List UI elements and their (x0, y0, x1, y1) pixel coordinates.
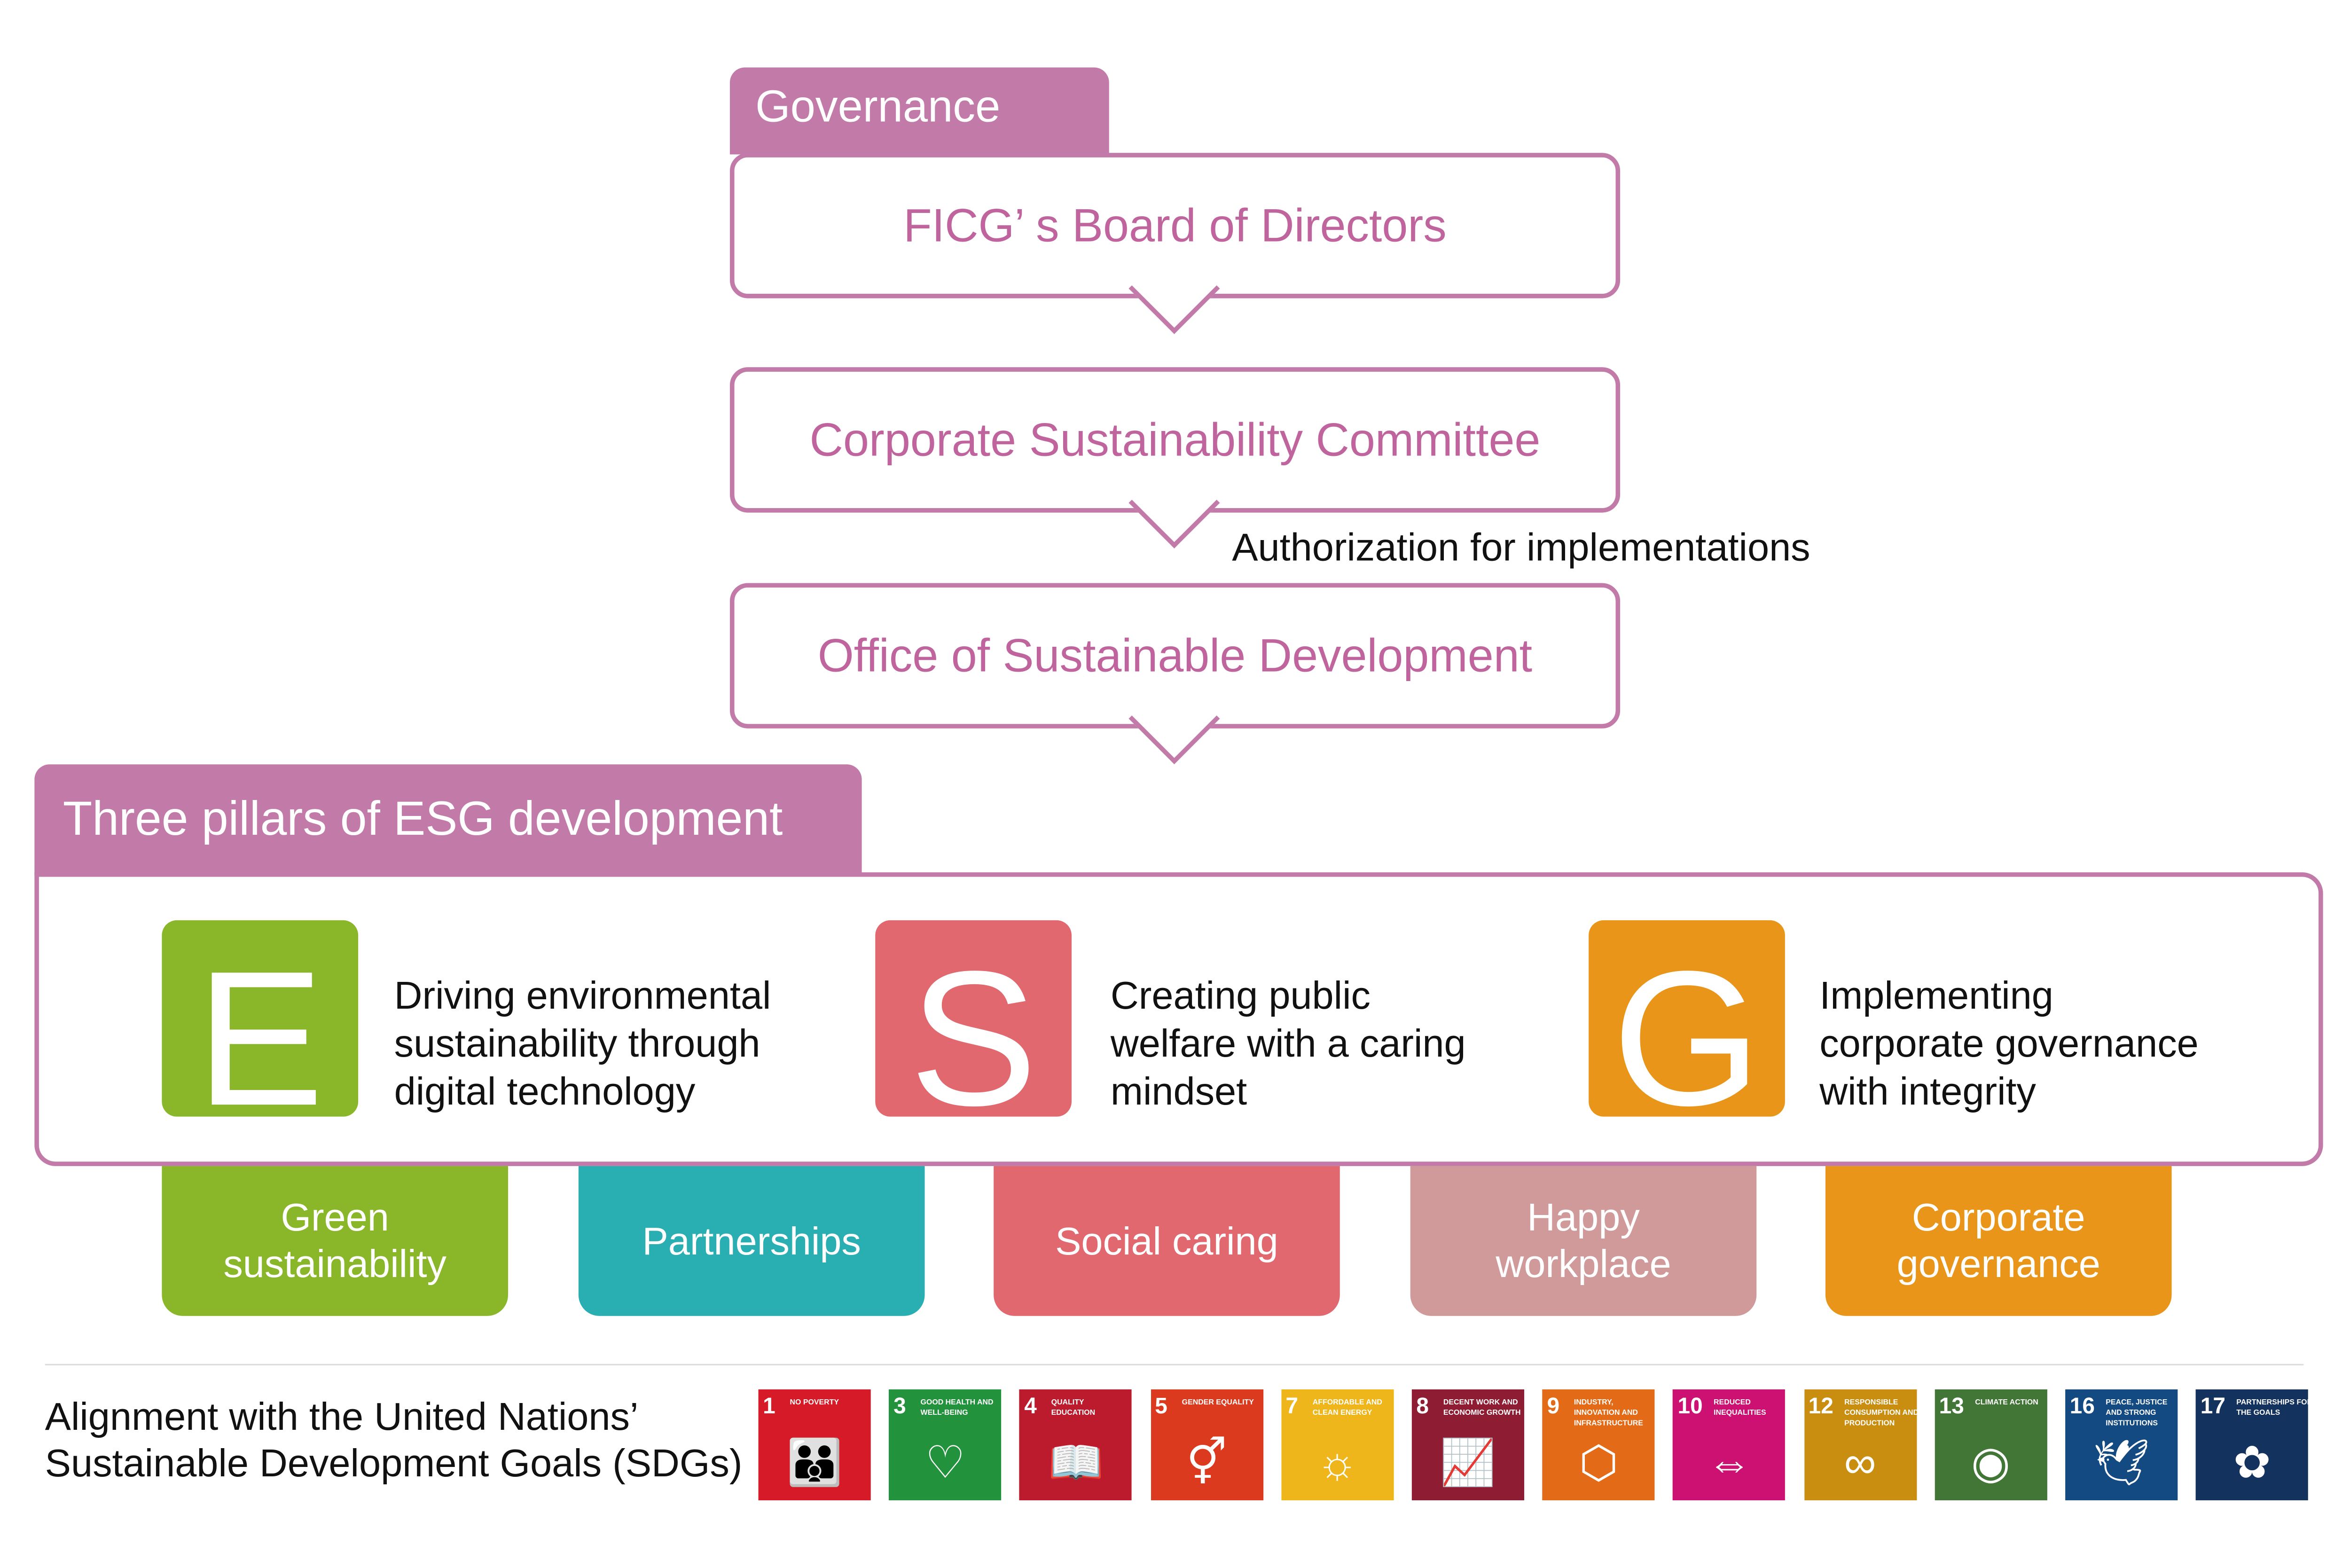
sdg-goal-16: 16 PEACE, JUSTICE AND STRONG INSTITUTIONS… (2065, 1389, 2178, 1500)
sdg-title: PEACE, JUSTICE AND STRONG INSTITUTIONS (2106, 1398, 2168, 1428)
sdg-number: 10 (1677, 1394, 1703, 1419)
sdg-number: 9 (1547, 1394, 1560, 1419)
sdg-goal-8: 8 DECENT WORK AND ECONOMIC GROWTH 📈 (1411, 1389, 1525, 1500)
sdg-goal-13: 13 CLIMATE ACTION ◉ (1935, 1389, 2047, 1500)
focus-area-3: Happy workplace (1410, 1166, 1757, 1316)
sdg-title: NO POVERTY (790, 1398, 839, 1408)
focus-area-1: Partnerships (578, 1166, 925, 1316)
sdg-title: DECENT WORK AND ECONOMIC GROWTH (1443, 1398, 1521, 1418)
sdg-icon: 🕊 (2093, 1439, 2150, 1489)
sdg-goal-7: 7 AFFORDABLE AND CLEAN ENERGY ☼ (1281, 1389, 1394, 1500)
sdg-caption: Alignment with the United Nations’ Susta… (45, 1394, 743, 1487)
sdg-icon: ♡ (925, 1439, 966, 1489)
sdg-goal-9: 9 INDUSTRY, INNOVATION AND INFRASTRUCTURE… (1542, 1389, 1655, 1500)
focus-area-2: Social caring (994, 1166, 1340, 1316)
authorization-label: Authorization for implementations (1232, 525, 1810, 570)
sdg-caption-line: Alignment with the United Nations’ (45, 1394, 639, 1439)
sdg-goal-10: 10 REDUCED INEQUALITIES ⇔ (1673, 1389, 1786, 1500)
sdg-title: PARTNERSHIPS FOR THE GOALS (2236, 1398, 2309, 1418)
divider (45, 1364, 2304, 1365)
sdg-goal-12: 12 RESPONSIBLE CONSUMPTION AND PRODUCTION… (1804, 1389, 1917, 1500)
sdg-number: 5 (1155, 1394, 1167, 1419)
sdg-icon: ◉ (1971, 1439, 2011, 1489)
sdg-number: 13 (1939, 1394, 1964, 1419)
pillar-description-line: digital technology (394, 1068, 696, 1114)
pillar-description-line: with integrity (1819, 1068, 2036, 1114)
sdg-icon: 👪 (786, 1439, 843, 1489)
sdg-number: 8 (1416, 1394, 1429, 1419)
sdg-goal-4: 4 QUALITY EDUCATION 📖 (1019, 1389, 1132, 1500)
sdg-icon: ☼ (1316, 1439, 1358, 1489)
sdg-title: AFFORDABLE AND CLEAN ENERGY (1312, 1398, 1382, 1418)
focus-area-0: Green sustainability (162, 1166, 509, 1316)
sdg-title: GENDER EQUALITY (1182, 1398, 1254, 1408)
sdg-icon: 📖 (1048, 1439, 1104, 1489)
sdg-number: 16 (2069, 1394, 2095, 1419)
pillar-description-line: Creating public (1110, 972, 1371, 1018)
pillar-letter-g: G (1589, 920, 1785, 1117)
sdg-number: 4 (1024, 1394, 1037, 1419)
pillar-description-line: Implementing (1819, 972, 2053, 1018)
sdg-icon: ⚥ (1186, 1439, 1227, 1489)
sdg-title: REDUCED INEQUALITIES (1714, 1398, 1766, 1418)
pillar-letter-e: E (162, 920, 359, 1117)
sdg-number: 1 (763, 1394, 776, 1419)
sdg-title: GOOD HEALTH AND WELL-BEING (920, 1398, 994, 1418)
sdg-number: 12 (1808, 1394, 1833, 1419)
sdg-goal-3: 3 GOOD HEALTH AND WELL-BEING ♡ (889, 1389, 1002, 1500)
pillar-letter-s: S (875, 920, 1072, 1117)
sdg-title: INDUSTRY, INNOVATION AND INFRASTRUCTURE (1574, 1398, 1643, 1428)
sdg-number: 3 (893, 1394, 906, 1419)
pillar-description-line: Driving environmental (394, 972, 771, 1018)
sdg-icon: ⇔ (1707, 1439, 1752, 1489)
focus-area-4: Corporate governance (1825, 1166, 2172, 1316)
sdg-goal-17: 17 PARTNERSHIPS FOR THE GOALS ✿ (2196, 1389, 2309, 1500)
sdg-caption-line: Sustainable Development Goals (SDGs) (45, 1440, 743, 1486)
pillar-description-line: corporate governance (1819, 1020, 2199, 1066)
pillar-description-line: mindset (1110, 1068, 1247, 1114)
sdg-icon: 📈 (1440, 1439, 1496, 1489)
sdg-title: CLIMATE ACTION (1975, 1398, 2038, 1408)
pillars-panel (34, 872, 2323, 1166)
sdg-title: RESPONSIBLE CONSUMPTION AND PRODUCTION (1844, 1398, 1917, 1428)
pillar-description-line: welfare with a caring (1110, 1020, 1466, 1066)
sdg-icon: ⬡ (1579, 1439, 1619, 1489)
sdg-goal-5: 5 GENDER EQUALITY ⚥ (1150, 1389, 1263, 1500)
sdg-icon: ∞ (1844, 1439, 1876, 1489)
pillar-description-line: sustainability through (394, 1020, 760, 1066)
sdg-icon: ✿ (2233, 1439, 2271, 1489)
sdg-title: QUALITY EDUCATION (1051, 1398, 1096, 1418)
sdg-number: 17 (2200, 1394, 2225, 1419)
sdg-number: 7 (1285, 1394, 1298, 1419)
governance-tab: Governance (729, 67, 1109, 155)
three-pillars-tab: Three pillars of ESG development (34, 764, 862, 876)
sdg-goal-1: 1 NO POVERTY 👪 (758, 1389, 871, 1500)
